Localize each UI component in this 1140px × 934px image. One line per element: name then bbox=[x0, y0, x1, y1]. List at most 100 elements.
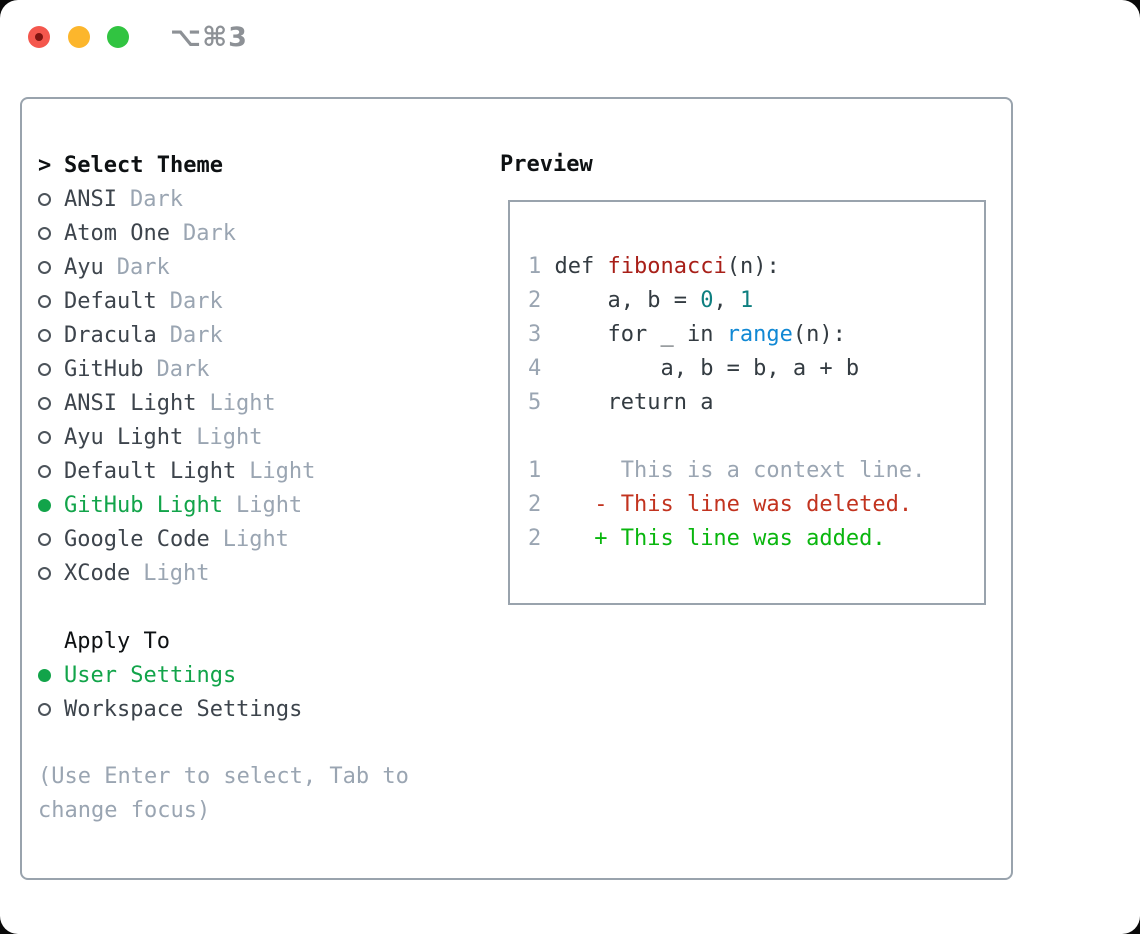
code-segment-ctx: This is a context line. bbox=[541, 458, 926, 483]
theme-variant-tag: Light bbox=[143, 560, 210, 586]
theme-list: ANSI Dark Atom One Dark Ayu Dark Default… bbox=[38, 182, 409, 590]
radio-selected-icon bbox=[38, 668, 51, 682]
code-segment-builtin: range bbox=[726, 322, 793, 347]
line-number: 3 bbox=[528, 322, 542, 347]
bullet-spacer bbox=[38, 624, 64, 658]
theme-variant-tag: Dark bbox=[156, 356, 210, 382]
theme-option-label: Default bbox=[64, 288, 157, 314]
line-number: 1 bbox=[528, 458, 542, 483]
code-segment-fg: (n): bbox=[726, 254, 780, 279]
theme-option-label: XCode bbox=[64, 560, 131, 586]
theme-option-row[interactable]: ANSI Dark bbox=[38, 182, 409, 216]
theme-option-label: Ayu Light bbox=[64, 424, 184, 450]
code-segment-fg: , bbox=[713, 288, 740, 313]
theme-option-row[interactable]: Google Code Light bbox=[38, 522, 409, 556]
spacer bbox=[38, 590, 409, 624]
caret-icon: > bbox=[38, 152, 52, 178]
radio-unselected-icon bbox=[38, 192, 51, 206]
apply-to-option-row[interactable]: User Settings bbox=[38, 658, 409, 692]
theme-variant-tag: Dark bbox=[182, 220, 236, 246]
theme-option-row[interactable]: Default Dark bbox=[38, 284, 409, 318]
radio-unselected-icon bbox=[38, 362, 51, 376]
code-segment-fg: (n): bbox=[792, 322, 846, 347]
main-panel bbox=[20, 97, 1013, 880]
zoom-traffic-light-icon[interactable] bbox=[107, 26, 129, 48]
code-segment-fg: a, b = b, a + b bbox=[541, 356, 860, 381]
close-inner-dot-icon bbox=[35, 33, 43, 41]
theme-variant-tag: Light bbox=[222, 526, 289, 552]
radio-unselected-icon bbox=[38, 226, 51, 240]
radio-unselected-icon bbox=[38, 294, 51, 308]
theme-picker-heading: Select Theme bbox=[64, 152, 223, 178]
theme-option-label: Google Code bbox=[64, 526, 210, 552]
theme-option-row[interactable]: Dracula Dark bbox=[38, 318, 409, 352]
minimize-traffic-light-icon[interactable] bbox=[68, 26, 90, 48]
close-traffic-light-icon[interactable] bbox=[28, 26, 50, 48]
code-line: 1 def fibonacci(n): bbox=[528, 250, 984, 284]
theme-variant-tag: Dark bbox=[116, 254, 170, 280]
theme-option-row[interactable]: GitHub Light Light bbox=[38, 488, 409, 522]
theme-variant-tag: Light bbox=[235, 492, 303, 518]
code-segment-fg: for _ in bbox=[541, 322, 727, 347]
code-segment-func: fibonacci bbox=[607, 254, 727, 279]
titlebar: ⌥⌘3 bbox=[0, 0, 1140, 75]
theme-option-label: ANSI bbox=[64, 186, 117, 212]
radio-unselected-icon bbox=[38, 702, 51, 716]
theme-option-label: GitHub bbox=[64, 356, 144, 382]
code-segment-fg: return a bbox=[541, 390, 714, 415]
code-line: 2 + This line was added. bbox=[528, 522, 984, 556]
theme-option-row[interactable]: Atom One Dark bbox=[38, 216, 409, 250]
line-number: 2 bbox=[528, 288, 542, 313]
radio-unselected-icon bbox=[38, 532, 51, 546]
code-line: 2 a, b = 0, 1 bbox=[528, 284, 984, 318]
apply-to-heading-row: Apply To bbox=[38, 624, 409, 658]
radio-unselected-icon bbox=[38, 566, 51, 580]
theme-option-row[interactable]: GitHub Dark bbox=[38, 352, 409, 386]
theme-option-label: Atom One bbox=[64, 220, 170, 246]
radio-unselected-icon bbox=[38, 464, 51, 478]
theme-option-label: Dracula bbox=[64, 322, 157, 348]
apply-to-option-label: Workspace Settings bbox=[64, 696, 303, 722]
preview-heading: Preview bbox=[500, 152, 593, 177]
hint-text: (Use Enter to select, Tab to change focu… bbox=[38, 760, 409, 828]
radio-unselected-icon bbox=[38, 396, 51, 410]
code-segment-add: + This line was added. bbox=[541, 526, 886, 551]
theme-option-row[interactable]: XCode Light bbox=[38, 556, 409, 590]
apply-to-list: User Settings Workspace Settings bbox=[38, 658, 409, 726]
theme-option-row[interactable]: ANSI Light Light bbox=[38, 386, 409, 420]
theme-variant-tag: Dark bbox=[169, 288, 223, 314]
hint-line: (Use Enter to select, Tab to bbox=[38, 764, 409, 789]
theme-option-label: ANSI Light bbox=[64, 390, 197, 416]
theme-variant-tag: Light bbox=[249, 458, 316, 484]
theme-picker-heading-row: > Select Theme bbox=[38, 148, 409, 182]
theme-option-label: GitHub Light bbox=[64, 492, 223, 518]
radio-unselected-icon bbox=[38, 328, 51, 342]
theme-variant-tag: Light bbox=[209, 390, 276, 416]
theme-variant-tag: Dark bbox=[129, 186, 183, 212]
theme-variant-tag: Light bbox=[196, 424, 263, 450]
code-segment-fg: a, b = bbox=[541, 288, 701, 313]
apply-to-option-row[interactable]: Workspace Settings bbox=[38, 692, 409, 726]
code-segment-del: - This line was deleted. bbox=[541, 492, 913, 517]
line-number: 1 bbox=[528, 254, 542, 279]
theme-option-row[interactable]: Default Light Light bbox=[38, 454, 409, 488]
code-segment-fg: def bbox=[541, 254, 608, 279]
apply-to-option-label: User Settings bbox=[64, 662, 237, 688]
window-title: ⌥⌘3 bbox=[170, 22, 248, 53]
line-number: 5 bbox=[528, 390, 542, 415]
apply-to-heading: Apply To bbox=[64, 628, 170, 654]
line-number: 4 bbox=[528, 356, 542, 381]
theme-option-label: Ayu bbox=[64, 254, 104, 280]
code-segment-num: 1 bbox=[739, 288, 754, 313]
theme-option-row[interactable]: Ayu Dark bbox=[38, 250, 409, 284]
spacer bbox=[38, 726, 409, 760]
theme-option-row[interactable]: Ayu Light Light bbox=[38, 420, 409, 454]
code-line: 2 - This line was deleted. bbox=[528, 488, 984, 522]
theme-picker-column: > Select Theme ANSI Dark Atom One Dark A… bbox=[38, 148, 409, 828]
code-line bbox=[528, 420, 984, 454]
theme-variant-tag: Dark bbox=[169, 322, 223, 348]
radio-unselected-icon bbox=[38, 430, 51, 444]
